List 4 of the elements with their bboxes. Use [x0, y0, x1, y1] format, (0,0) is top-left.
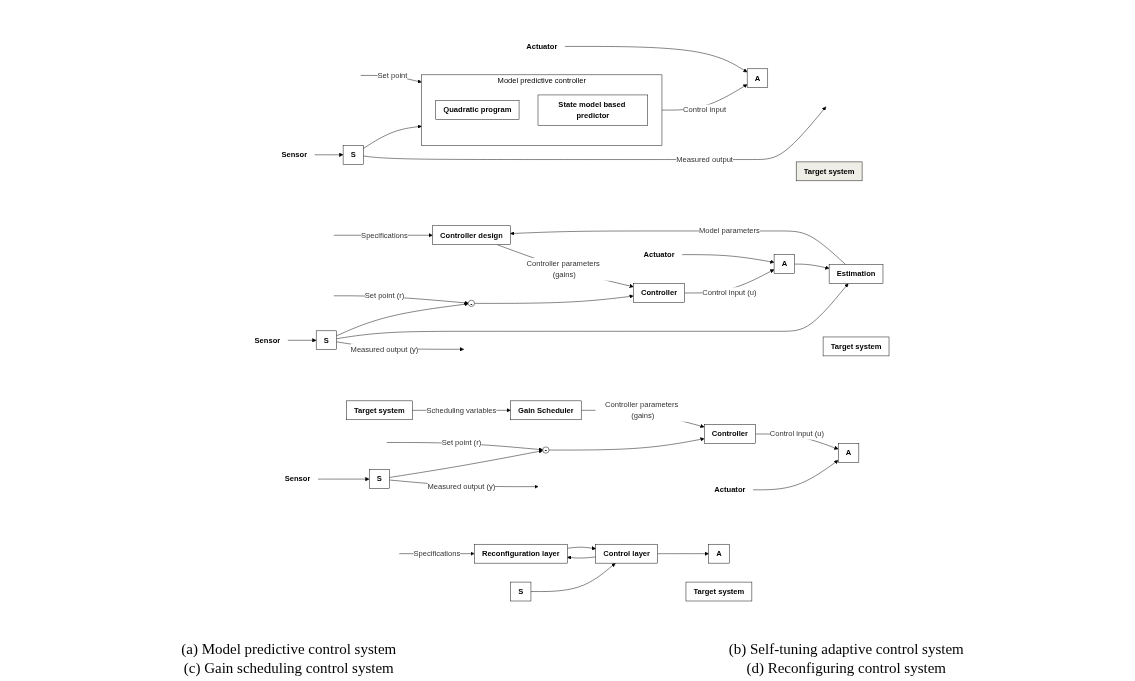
figure-caption: (d) Reconfiguring control system — [746, 660, 946, 677]
figure-caption: (b) Self-tuning adaptive control system — [728, 641, 964, 658]
figure-caption: (a) Model predictive control system — [181, 641, 397, 658]
figure-caption: (c) Gain scheduling control system — [183, 660, 394, 677]
